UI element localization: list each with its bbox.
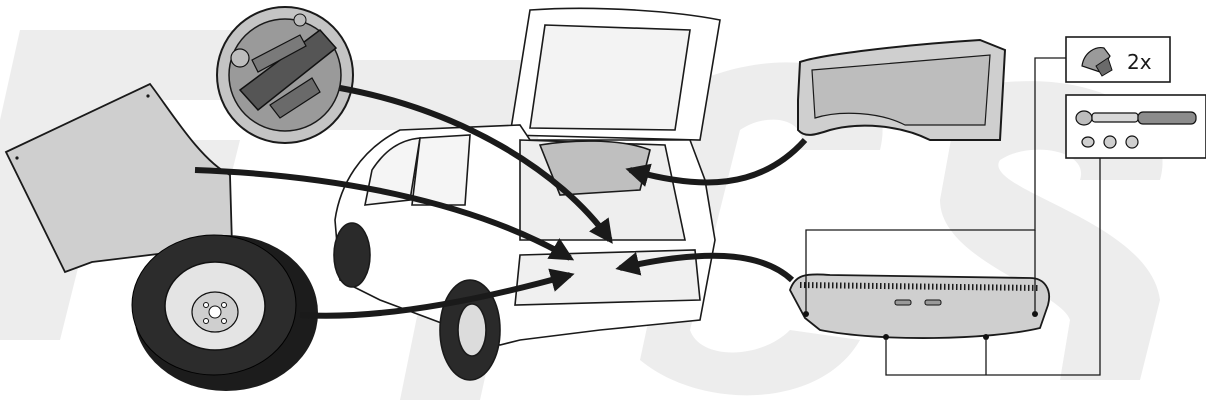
tools-box (1066, 95, 1206, 158)
spare-wheel (132, 235, 318, 391)
quantity-label: 2x (1127, 50, 1152, 74)
quantity-callout: 2x (1066, 37, 1170, 82)
boot-sill-trim (790, 274, 1049, 340)
parcel-shelf (798, 40, 1005, 140)
tool-tray (217, 7, 353, 143)
